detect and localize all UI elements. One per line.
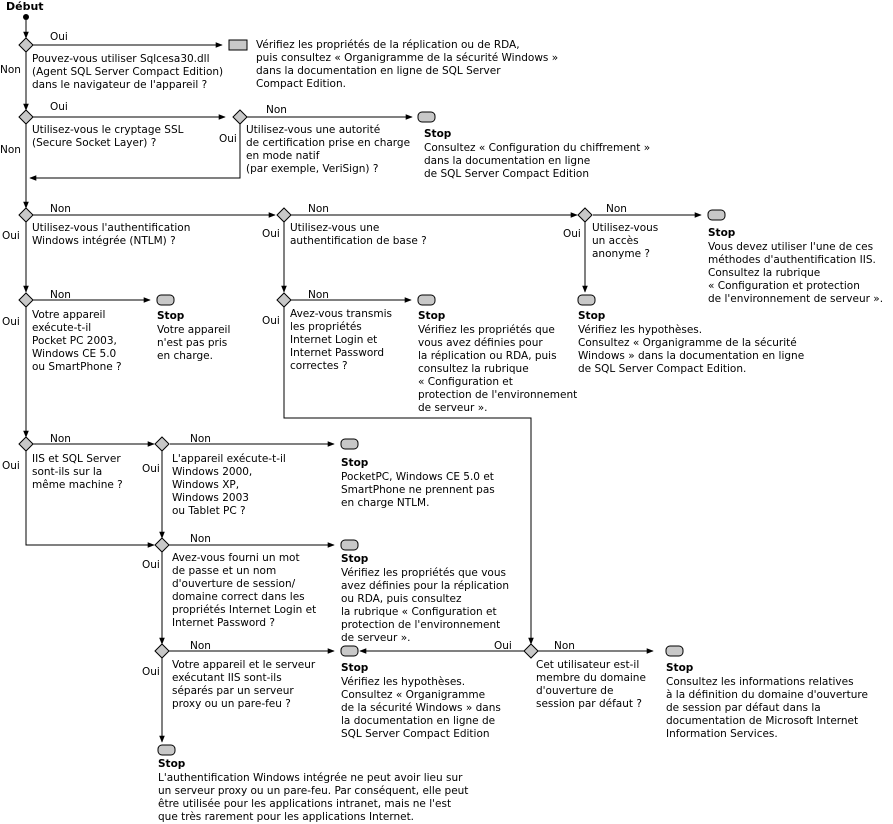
branch-no-label: Non — [50, 433, 71, 445]
outcome-proxy-text: L'authentification Windows intégrée ne p… — [158, 772, 469, 823]
branch-no-label: Non — [606, 203, 627, 215]
decision-basic-auth-text: Utilisez-vous une authentification de ba… — [290, 222, 427, 247]
stop-terminator — [417, 111, 436, 123]
stop-label: Stop — [341, 662, 369, 674]
branch-yes-label: Oui — [2, 316, 20, 328]
stop-label: Stop — [158, 758, 186, 770]
decision-ca-diamond — [232, 109, 248, 125]
branch-yes-label: Oui — [219, 133, 237, 145]
stop-label: Stop — [341, 457, 369, 469]
branch-no-label: Non — [190, 640, 211, 652]
branch-yes-label: Oui — [2, 460, 20, 472]
stop-label: Stop — [157, 310, 185, 322]
decision-proxy-text: Votre appareil et le serveur exécutant I… — [172, 659, 316, 710]
decision-credentials-diamond — [276, 292, 292, 308]
outcome-check-properties-text: Vérifiez les propriétés que vous avez dé… — [418, 324, 578, 414]
outcome-assumptions-2-text: Vérifiez les hypothèses. Consultez « Org… — [341, 676, 501, 740]
branch-yes-label: Oui — [563, 228, 581, 240]
branch-no-label: Non — [50, 289, 71, 301]
connector — [283, 307, 534, 645]
decision-password-text: Avez-vous fourni un mot de passe et un n… — [172, 552, 317, 629]
branch-yes-label: Oui — [262, 315, 280, 327]
branch-no-label: Non — [308, 289, 329, 301]
branch-yes-label: Oui — [50, 101, 68, 113]
outcome-no-ntlm-text: PocketPC, Windows CE 5.0 et SmartPhone n… — [341, 471, 495, 509]
decision-sqlcesa-text: Pouvez-vous utiliser Sqlcesa30.dll (Agen… — [32, 53, 224, 91]
outcome-encryption-text: Consultez « Configuration du chiffrement… — [424, 142, 651, 180]
stop-terminator — [156, 294, 175, 306]
outcome-iis-methods-text: Vous devez utiliser l'une de ces méthode… — [708, 241, 884, 305]
stop-label: Stop — [341, 553, 369, 565]
branch-yes-label: Oui — [494, 640, 512, 652]
branch-yes-label: Oui — [262, 228, 280, 240]
outcome-replication-text: Vérifiez les propriétés de la réplicatio… — [256, 39, 559, 90]
decision-ssl-diamond — [18, 109, 34, 125]
decision-anonymous-text: Utilisez-vous un accès anonyme ? — [592, 222, 659, 260]
branch-no-label: Non — [190, 533, 211, 545]
connector — [25, 451, 155, 548]
decision-windows-text: L'appareil exécute-t-il Windows 2000, Wi… — [172, 453, 286, 517]
decision-domain-text: Cet utilisateur est-il membre du domaine… — [536, 659, 646, 710]
start-dot — [23, 14, 29, 20]
decision-password-diamond — [154, 537, 170, 553]
stop-terminator — [340, 645, 359, 657]
stop-terminator — [577, 294, 596, 306]
stop-label: Stop — [418, 310, 446, 322]
decision-same-machine-text: IIS et SQL Server sont-ils sur la même m… — [32, 453, 123, 491]
branch-yes-label: Oui — [142, 666, 160, 678]
outcome-check-properties-2-text: Vérifiez les propriétés que vous avez dé… — [341, 567, 509, 644]
outcome-assumptions-text: Vérifiez les hypothèses. Consultez « Org… — [578, 324, 805, 375]
decision-sqlcesa-diamond — [18, 37, 34, 53]
branch-no-label: Non — [0, 64, 21, 76]
branch-no-label: Non — [266, 104, 287, 116]
outcome-domain-info-text: Consultez les informations relatives à l… — [666, 676, 868, 740]
branch-yes-label: Oui — [50, 31, 68, 43]
decision-proxy-diamond — [154, 643, 170, 659]
outcome-box — [228, 39, 248, 51]
decision-basic-auth-diamond — [276, 207, 292, 223]
branch-no-label: Non — [0, 144, 21, 156]
start-label: Début — [6, 0, 44, 13]
decision-ssl-text: Utilisez-vous le cryptage SSL (Secure So… — [32, 124, 184, 149]
connector — [29, 124, 241, 181]
branch-no-label: Non — [308, 203, 329, 215]
decision-anonymous-diamond — [577, 207, 593, 223]
decision-ntlm-text: Utilisez-vous l'authentification Windows… — [32, 222, 191, 247]
branch-yes-label: Oui — [142, 463, 160, 475]
stop-label: Stop — [424, 128, 452, 140]
stop-terminator — [417, 294, 436, 306]
decision-same-machine-diamond — [18, 436, 34, 452]
stop-terminator — [665, 645, 684, 657]
branch-no-label: Non — [50, 203, 71, 215]
decision-ntlm-diamond — [18, 207, 34, 223]
stop-terminator — [707, 209, 726, 221]
decision-pocketpc-diamond — [18, 292, 34, 308]
stop-label: Stop — [666, 662, 694, 674]
stop-terminator — [340, 539, 359, 551]
decision-pocketpc-text: Votre appareil exécute-t-il Pocket PC 20… — [32, 309, 122, 373]
decision-domain-diamond — [523, 643, 539, 659]
branch-yes-label: Oui — [2, 230, 20, 242]
decision-ca-text: Utilisez-vous une autorité de certificat… — [246, 124, 411, 175]
stop-terminator — [157, 744, 176, 756]
decision-credentials-text: Avez-vous transmis les propriétés Intern… — [290, 308, 392, 372]
stop-terminator — [340, 438, 359, 450]
branch-no-label: Non — [554, 640, 575, 652]
stop-label: Stop — [708, 227, 736, 239]
branch-no-label: Non — [190, 433, 211, 445]
decision-windows-diamond — [154, 436, 170, 452]
branch-yes-label: Oui — [142, 559, 160, 571]
outcome-unsupported-text: Votre appareil n'est pas pris en charge. — [157, 324, 231, 362]
stop-label: Stop — [578, 310, 606, 322]
